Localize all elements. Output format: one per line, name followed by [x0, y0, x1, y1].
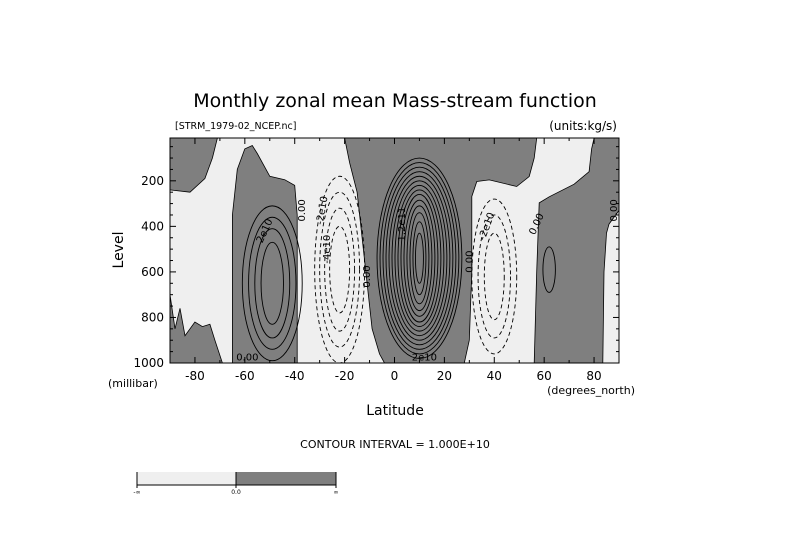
positive-contour [385, 171, 454, 346]
y-tick-label: 600 [141, 265, 164, 279]
positive-contour [415, 232, 424, 284]
positive-contour [412, 221, 427, 296]
positive-contour [248, 216, 297, 350]
x-axis-units: (degrees_north) [547, 384, 635, 397]
contour-lines [241, 157, 556, 363]
colorbar: -∞ 0.0 ∞ [133, 472, 339, 496]
y-tick-label: 400 [141, 219, 164, 233]
y-axis-label: Level [111, 232, 127, 269]
y-axis-units: (millibar) [108, 377, 158, 390]
x-tick-label: -40 [285, 369, 305, 383]
colorbar-label-min: -∞ [133, 489, 140, 496]
negative-contour [329, 225, 351, 314]
positive-contour [254, 228, 291, 339]
positive-contour [394, 184, 445, 332]
x-tick-label: 60 [537, 369, 552, 383]
x-tick-label: -60 [235, 369, 255, 383]
positive-contour [397, 189, 442, 328]
y-tick-label: 200 [141, 174, 164, 188]
positive-contour [382, 166, 457, 350]
x-axis-label: Latitude [366, 403, 424, 419]
positive-region [170, 294, 223, 363]
contour-label: -4e10 [322, 235, 333, 264]
positive-contour [400, 194, 439, 323]
colorbar-frame [136, 472, 337, 488]
x-tick-label: -20 [335, 369, 355, 383]
x-tick-label: 40 [487, 369, 502, 383]
positive-contour [409, 212, 430, 305]
positive-region [170, 138, 218, 193]
negative-contour [483, 232, 505, 321]
positive-region [533, 138, 619, 363]
contour-label: 0.00 [609, 199, 620, 221]
contour-label: 1.2e11 [397, 207, 408, 242]
units-label: (units:kg/s) [549, 119, 617, 133]
x-tick-label: 20 [437, 369, 452, 383]
negative-contour [319, 191, 361, 348]
chart-title: Monthly zonal mean Mass-stream function [193, 90, 597, 112]
contour-label: 0.00 [362, 265, 373, 287]
positive-contour [376, 157, 463, 359]
contour-interval-label: CONTOUR INTERVAL = 1.000E+10 [300, 438, 490, 451]
file-label: [STRM_1979-02_NCEP.nc] [175, 121, 297, 132]
axis-ticks: -80 -60 -40 -20 0 20 40 60 80 200 400 600 800 1000 [133, 138, 620, 383]
contour-label: -2e10 [315, 195, 331, 225]
contour-label: 0.00 [297, 199, 308, 221]
colorbar-positive [236, 472, 336, 485]
positive-contour [391, 180, 448, 337]
y-tick-label: 800 [141, 310, 164, 324]
negative-contour [477, 214, 511, 339]
x-tick-label: -80 [185, 369, 205, 383]
x-tick-label: 0 [391, 369, 399, 383]
colorbar-label-max: ∞ [334, 489, 339, 496]
positive-contour [260, 241, 284, 325]
colorbar-label-zero: 0.0 [231, 489, 241, 496]
colorbar-negative [137, 472, 236, 485]
contour-label: 2e10 [412, 352, 437, 363]
positive-contour [542, 246, 556, 293]
positive-contour [406, 205, 433, 312]
positive-contour [388, 175, 451, 341]
y-tick-label: 1000 [133, 356, 164, 370]
positive-contour [379, 162, 460, 355]
positive-contour [241, 205, 303, 362]
positive-contour [403, 199, 436, 317]
negative-contour [324, 207, 356, 332]
contour-label: 0.00 [464, 251, 475, 273]
contour-label: 0.00 [236, 352, 258, 363]
negative-contour [471, 198, 518, 355]
x-tick-label: 80 [586, 369, 601, 383]
